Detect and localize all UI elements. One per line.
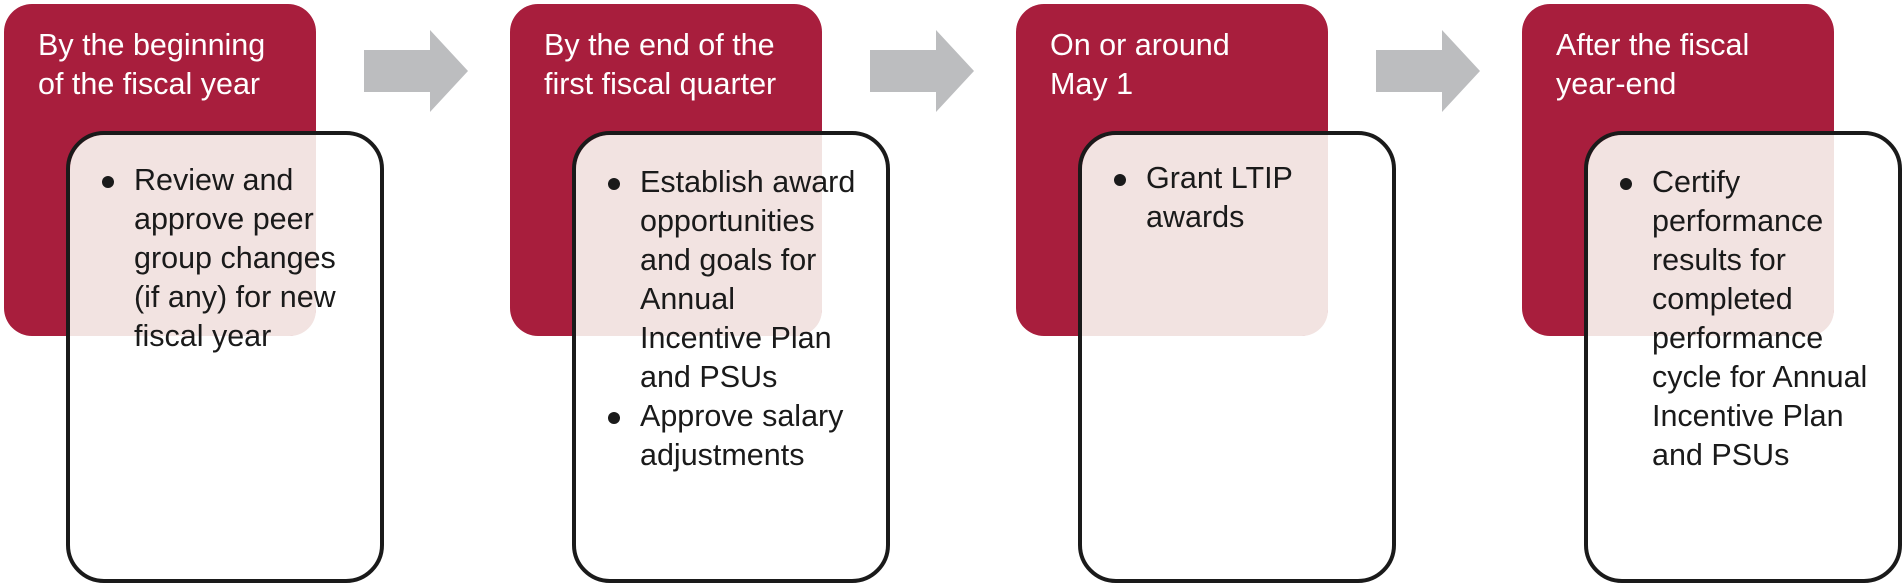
stage-header-line: By the beginning <box>38 28 266 62</box>
bullet-line: Incentive Plan <box>1652 399 1844 433</box>
bullet-list: Certify performance results for complete… <box>1618 163 1888 475</box>
bullet-item: Review and approve peer group changes (i… <box>100 161 370 356</box>
bullet-line: fiscal year <box>134 319 272 353</box>
bullet-icon <box>608 178 620 190</box>
bullet-line: Grant LTIP <box>1146 161 1293 195</box>
bullet-list: Grant LTIP awards <box>1112 159 1382 237</box>
bullet-line: Approve salary <box>640 399 844 433</box>
bullet-line: Incentive Plan <box>640 321 832 355</box>
bullet-item: Grant LTIP awards <box>1112 159 1382 237</box>
bullet-line: and goals for <box>640 243 817 277</box>
bullet-line: and PSUs <box>1652 438 1790 472</box>
bullet-line: cycle for Annual <box>1652 360 1868 394</box>
stage-header-line: of the fiscal year <box>38 67 261 101</box>
bullet-line: approve peer <box>134 202 314 236</box>
bullet-line: and PSUs <box>640 360 778 394</box>
bullet-item: Approve salary adjustments <box>606 397 876 475</box>
bullet-list: Establish award opportunities and goals … <box>606 163 876 475</box>
stage-header-line: After the fiscal <box>1556 28 1750 62</box>
bullet-line: awards <box>1146 200 1245 234</box>
stage-detail-box: Certify performance results for complete… <box>1584 131 1902 583</box>
stage-header-line: By the end of the <box>544 28 775 62</box>
bullet-line: adjustments <box>640 438 805 472</box>
stage-header-line: On or around <box>1050 28 1230 62</box>
stage-detail-box: Review and approve peer group changes (i… <box>66 131 384 583</box>
bullet-line: results for <box>1652 243 1786 277</box>
box-overlap-tint <box>1082 135 1328 336</box>
bullet-list: Review and approve peer group changes (i… <box>100 161 370 356</box>
stage-4: After the fiscal year-end Certify perfor… <box>1522 0 1902 587</box>
stage-header-line: first fiscal quarter <box>544 67 777 101</box>
bullet-line: completed <box>1652 282 1793 316</box>
bullet-line: Establish award <box>640 165 856 199</box>
bullet-icon <box>1620 178 1632 190</box>
bullet-line: (if any) for new <box>134 280 336 314</box>
stage-3: On or around May 1 Grant LTIP awards <box>1016 0 1396 587</box>
bullet-item: Establish award opportunities and goals … <box>606 163 876 397</box>
bullet-icon <box>608 412 620 424</box>
right-arrow-icon <box>870 30 974 112</box>
right-arrow-icon <box>364 30 468 112</box>
box-overlap-tint <box>576 135 822 336</box>
right-arrow-icon <box>1376 30 1480 112</box>
bullet-item: Certify performance results for complete… <box>1618 163 1888 475</box>
box-overlap-tint <box>70 135 316 336</box>
bullet-icon <box>1114 174 1126 186</box>
bullet-line: Annual <box>640 282 735 316</box>
stage-header-line: May 1 <box>1050 67 1134 101</box>
stage-1: By the beginning of the fiscal year Revi… <box>4 0 384 587</box>
stage-detail-box: Grant LTIP awards <box>1078 131 1396 583</box>
stage-detail-box: Establish award opportunities and goals … <box>572 131 890 583</box>
bullet-line: group changes <box>134 241 336 275</box>
bullet-icon <box>102 176 114 188</box>
box-overlap-tint <box>1588 135 1834 336</box>
bullet-line: Review and <box>134 163 294 197</box>
bullet-line: Certify <box>1652 165 1741 199</box>
bullet-line: opportunities <box>640 204 815 238</box>
stage-header-line: year-end <box>1556 67 1677 101</box>
bullet-line: performance <box>1652 321 1824 355</box>
bullet-line: performance <box>1652 204 1824 238</box>
stage-2: By the end of the first fiscal quarter E… <box>510 0 890 587</box>
